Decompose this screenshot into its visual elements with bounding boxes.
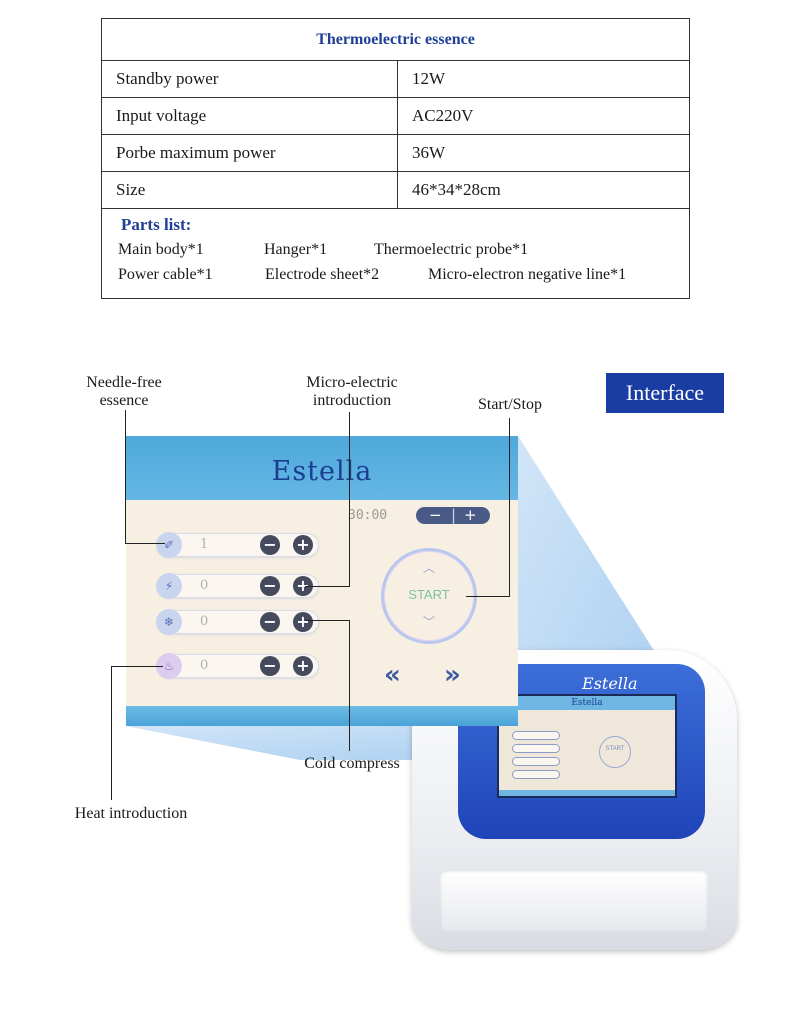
screen-header bbox=[126, 436, 518, 500]
mode-row-heat-introduction: ♨ 0 − + bbox=[156, 653, 318, 679]
spec-value: 46*34*28cm bbox=[412, 180, 501, 199]
mode-level: 1 bbox=[200, 537, 209, 552]
label-heat-introduction: Heat introduction bbox=[74, 805, 188, 822]
callout-line-start-stop-h bbox=[466, 596, 510, 597]
callout-line-cold-compress-h bbox=[305, 620, 350, 621]
mini-start-ring: START bbox=[599, 736, 631, 768]
mode-level: 0 bbox=[200, 578, 209, 593]
chevron-down-icon[interactable]: ﹀ bbox=[422, 615, 435, 629]
spec-row-size: Size 46*34*28cm bbox=[102, 172, 689, 209]
mode-level: 0 bbox=[200, 614, 209, 629]
decrease-button[interactable]: − bbox=[260, 612, 280, 632]
part-item: Hanger*1 bbox=[264, 241, 328, 258]
interface-screen: Estella 30:00 − | + ✐ 1 − + ⚡ 0 − + ❄ 0 … bbox=[126, 436, 518, 726]
start-label: START bbox=[408, 587, 450, 602]
mode-row-needle-free: ✐ 1 − + bbox=[156, 532, 318, 558]
spec-row-probe-power: Porbe maximum power 36W bbox=[102, 135, 689, 172]
label-start-stop: Start/Stop bbox=[477, 396, 542, 413]
callout-line-needle-free-h bbox=[125, 543, 165, 544]
label-cold-compress: Cold compress bbox=[304, 755, 400, 772]
callout-line-needle-free bbox=[125, 410, 126, 543]
callout-line-heat-h bbox=[111, 666, 163, 667]
increase-button[interactable]: + bbox=[293, 535, 313, 555]
callout-line-cold-compress bbox=[349, 620, 350, 751]
part-item: Thermoelectric probe*1 bbox=[374, 241, 529, 258]
mini-row bbox=[513, 745, 559, 752]
screen-footer bbox=[126, 706, 518, 726]
spec-key: Standby power bbox=[102, 61, 398, 97]
screen-brand: Estella bbox=[271, 456, 373, 487]
chevron-up-icon[interactable]: ︿ bbox=[422, 561, 435, 575]
needle-icon: ✐ bbox=[156, 532, 182, 558]
timer-adjust-pill: − | + bbox=[416, 507, 490, 524]
increase-button[interactable]: + bbox=[293, 576, 313, 596]
interface-badge: Interface bbox=[606, 373, 724, 413]
spec-value: AC220V bbox=[412, 106, 474, 125]
device-screen: Estella START bbox=[497, 694, 677, 798]
mode-row-cold-compress: ❄ 0 − + bbox=[156, 609, 318, 635]
label-line: essence bbox=[99, 392, 149, 409]
parts-list: Parts list: Main body*1 Hanger*1 Thermoe… bbox=[102, 209, 689, 298]
mini-screen-header bbox=[499, 696, 675, 710]
callout-line-start-stop bbox=[509, 418, 510, 596]
part-item: Main body*1 bbox=[118, 241, 204, 258]
spec-table-title: Thermoelectric essence bbox=[102, 19, 689, 61]
decrease-button[interactable]: − bbox=[260, 576, 280, 596]
mini-screen-footer bbox=[499, 790, 675, 796]
mini-row bbox=[513, 771, 559, 778]
mini-screen-brand: Estella bbox=[571, 698, 603, 708]
decrease-button[interactable]: − bbox=[260, 535, 280, 555]
spec-value: 12W bbox=[412, 69, 446, 88]
increase-button[interactable]: + bbox=[293, 656, 313, 676]
decrease-button[interactable]: − bbox=[260, 656, 280, 676]
parts-list-title: Parts list: bbox=[121, 215, 192, 234]
callout-line-micro-electric bbox=[349, 412, 350, 586]
spec-row-standby: Standby power 12W bbox=[102, 61, 689, 98]
spec-table: Thermoelectric essence Standby power 12W… bbox=[101, 18, 690, 299]
mode-level: 0 bbox=[200, 658, 209, 673]
label-line: Micro-electric bbox=[306, 374, 398, 391]
label-line: Needle-free bbox=[86, 374, 162, 391]
timer-minus-button[interactable]: − bbox=[429, 506, 442, 524]
timer-divider: | bbox=[451, 506, 457, 524]
mode-row-micro-electric: ⚡ 0 − + bbox=[156, 573, 318, 599]
timer-plus-button[interactable]: + bbox=[464, 506, 477, 524]
part-item: Power cable*1 bbox=[118, 266, 213, 283]
mini-row bbox=[513, 732, 559, 739]
label-micro-electric-introduction: Micro-electric introduction bbox=[297, 374, 407, 410]
callout-line-micro-electric-h bbox=[305, 586, 350, 587]
spec-key: Porbe maximum power bbox=[102, 135, 398, 171]
label-line: introduction bbox=[312, 392, 392, 409]
previous-page-button[interactable]: « bbox=[384, 660, 401, 690]
lightning-icon: ⚡ bbox=[156, 573, 182, 599]
spec-key: Size bbox=[102, 172, 398, 208]
increase-button[interactable]: + bbox=[293, 612, 313, 632]
part-item: Micro-electron negative line*1 bbox=[428, 266, 627, 283]
spec-row-voltage: Input voltage AC220V bbox=[102, 98, 689, 135]
callout-line-heat bbox=[111, 666, 112, 800]
spec-key: Input voltage bbox=[102, 98, 398, 134]
mini-start-label: START bbox=[605, 746, 625, 752]
next-page-button[interactable]: » bbox=[444, 660, 461, 690]
timer-display: 30:00 bbox=[348, 508, 388, 523]
spec-value: 36W bbox=[412, 143, 446, 162]
label-needle-free-essence: Needle-free essence bbox=[74, 374, 174, 410]
mini-row bbox=[513, 758, 559, 765]
start-stop-button[interactable]: ︿ START ﹀ bbox=[381, 548, 477, 644]
part-item: Electrode sheet*2 bbox=[265, 266, 380, 283]
snowflake-icon: ❄ bbox=[156, 609, 182, 635]
device-brand-logo: Estella bbox=[582, 674, 638, 693]
device-front-recess bbox=[440, 870, 708, 932]
